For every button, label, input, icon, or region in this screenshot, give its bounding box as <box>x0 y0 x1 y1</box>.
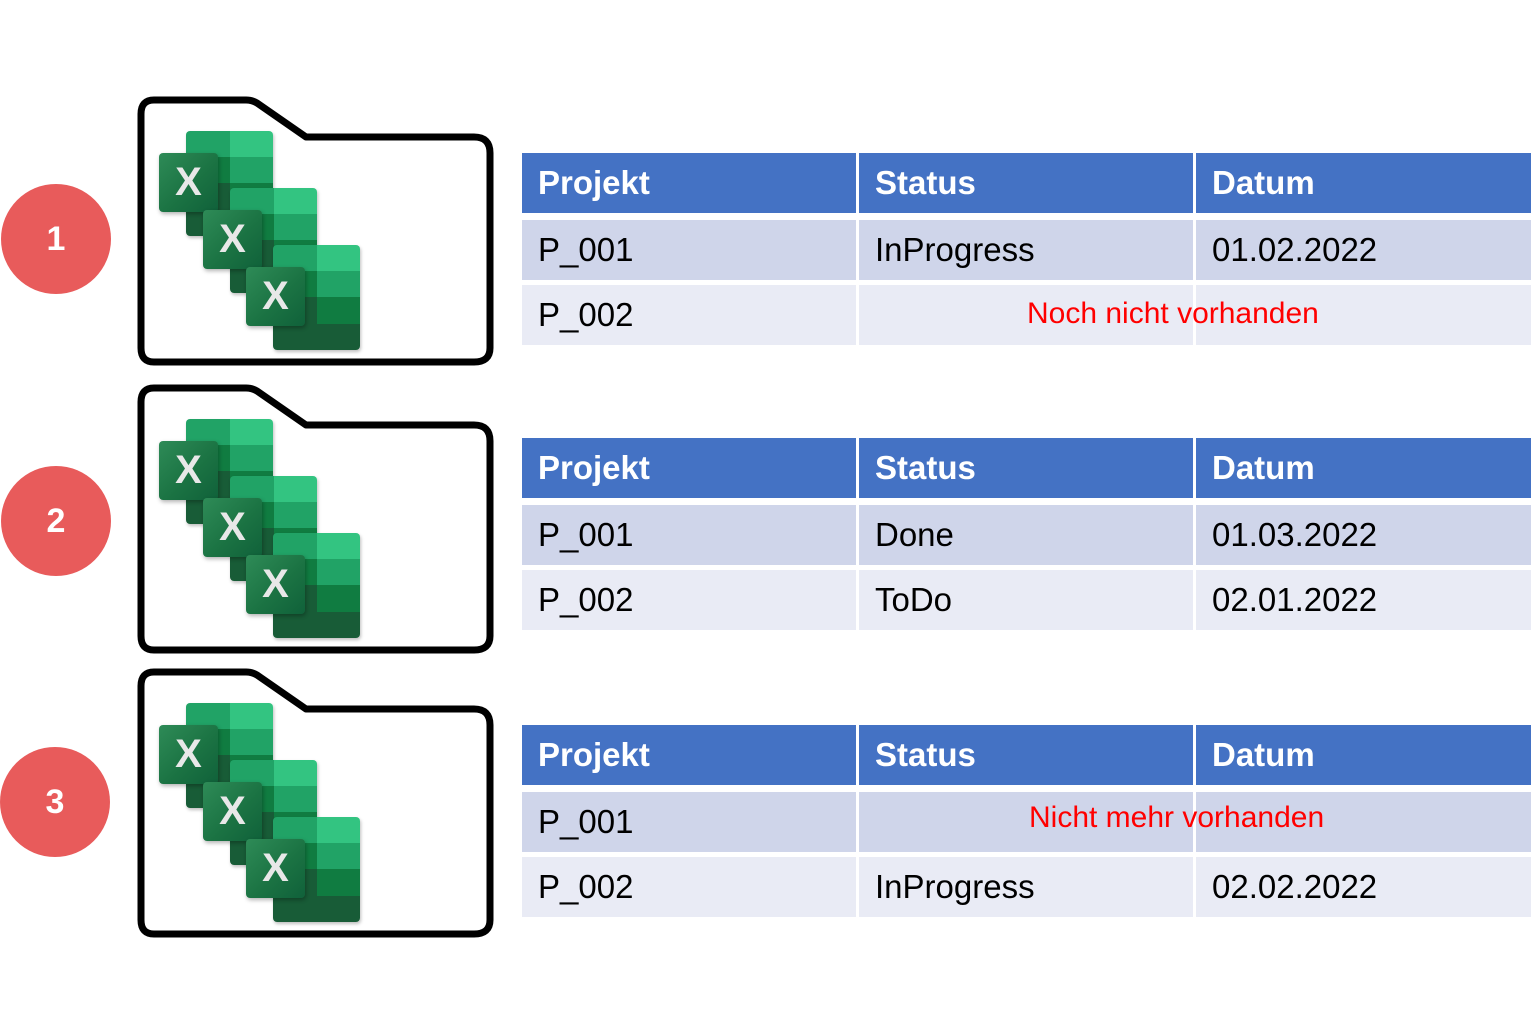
header-datum: Datum <box>1196 438 1531 498</box>
table-row: P_002 InProgress 02.02.2022 <box>522 857 1531 917</box>
cell-projekt: P_001 <box>522 792 856 852</box>
cell-status <box>859 285 1193 345</box>
table-header-row: Projekt Status Datum <box>522 153 1531 213</box>
excel-file-icon: X <box>203 188 318 296</box>
header-projekt: Projekt <box>522 153 856 213</box>
missing-note: Noch nicht vorhanden <box>1027 297 1319 330</box>
excel-file-icon: X <box>246 817 361 925</box>
table-header-row: Projekt Status Datum <box>522 725 1531 785</box>
cell-datum: 01.03.2022 <box>1196 505 1531 565</box>
cell-status: Done <box>859 505 1193 565</box>
excel-file-icon: X <box>246 533 361 641</box>
table-row: P_002 <box>522 285 1531 345</box>
header-status: Status <box>859 438 1193 498</box>
cell-datum: 01.02.2022 <box>1196 220 1531 280</box>
cell-datum: 02.02.2022 <box>1196 857 1531 917</box>
cell-status <box>859 792 1193 852</box>
cell-projekt: P_001 <box>522 505 856 565</box>
cell-projekt: P_002 <box>522 570 856 630</box>
header-status: Status <box>859 153 1193 213</box>
header-status: Status <box>859 725 1193 785</box>
cell-projekt: P_002 <box>522 857 856 917</box>
cell-datum: 02.01.2022 <box>1196 570 1531 630</box>
cell-status: ToDo <box>859 570 1193 630</box>
excel-file-icon: X <box>246 245 361 353</box>
folder-icon: X X X <box>136 668 496 940</box>
step-number-badge: 1 <box>1 184 111 294</box>
cell-projekt: P_002 <box>522 285 856 345</box>
cell-datum <box>1196 285 1531 345</box>
excel-file-icon: X <box>203 476 318 584</box>
header-datum: Datum <box>1196 725 1531 785</box>
table-row: P_001 InProgress 01.02.2022 <box>522 220 1531 280</box>
folder-icon: X X X <box>136 384 496 656</box>
table-row: P_002 ToDo 02.01.2022 <box>522 570 1531 630</box>
cell-status: InProgress <box>859 857 1193 917</box>
header-projekt: Projekt <box>522 725 856 785</box>
missing-note: Nicht mehr vorhanden <box>1029 801 1325 834</box>
step-number-badge: 2 <box>1 466 111 576</box>
header-datum: Datum <box>1196 153 1531 213</box>
cell-projekt: P_001 <box>522 220 856 280</box>
cell-status: InProgress <box>859 220 1193 280</box>
cell-datum <box>1196 792 1531 852</box>
folder-icon: X X X <box>136 96 496 368</box>
step-number-badge: 3 <box>0 747 110 857</box>
table-row: P_001 Done 01.03.2022 <box>522 505 1531 565</box>
header-projekt: Projekt <box>522 438 856 498</box>
table-header-row: Projekt Status Datum <box>522 438 1531 498</box>
table-row: P_001 <box>522 792 1531 852</box>
